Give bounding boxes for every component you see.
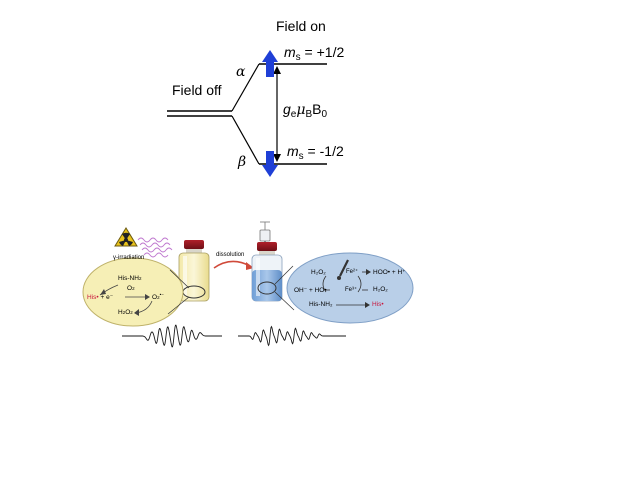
beta-symbol: β xyxy=(238,154,247,170)
right-h2o2-top: H₂O₂ xyxy=(311,269,326,276)
right-oh-ho: OH⁻ + HO• xyxy=(294,287,327,294)
split-line-down xyxy=(231,115,260,165)
left-his-nh2: His-NH2 xyxy=(118,275,142,282)
vial-blue-icon xyxy=(251,242,283,302)
dissolution-label: dissolution xyxy=(216,252,245,258)
right-bubble-arrowhead-2 xyxy=(365,302,370,308)
right-fe3: Fe³⁺ xyxy=(345,287,358,293)
upper-level-label: ms = +1/2 xyxy=(284,44,345,63)
irradiation-waves-icon xyxy=(137,237,173,258)
alpha-symbol: α xyxy=(236,64,246,80)
right-mechanism-bubble xyxy=(286,252,414,324)
left-bubble-arrowhead-1 xyxy=(100,289,106,295)
left-his-radical: His• + e⁻ xyxy=(87,294,114,301)
radiation-hazard-icon xyxy=(114,227,138,247)
spin-down-arrow-icon xyxy=(262,151,278,177)
epr-spectrum-right xyxy=(238,325,346,347)
zeeman-gap-label: geμBB0 xyxy=(283,101,328,120)
spin-up-arrow-icon xyxy=(262,50,278,77)
zoom-line-right-top xyxy=(274,265,294,285)
right-fe2: Fe²⁺ xyxy=(346,269,359,275)
split-line-up xyxy=(231,63,260,112)
fenton-cycle-arrows xyxy=(322,271,368,306)
left-bubble-arrowhead-3 xyxy=(134,309,139,316)
transition-arrowhead-up xyxy=(273,66,281,74)
dissolution-arrow xyxy=(213,260,251,269)
left-o2: O2 xyxy=(127,285,135,292)
right-his-nh2: His-NH₂ xyxy=(309,301,333,308)
field-on-label: Field on xyxy=(276,18,326,34)
vial-zoom-circle-right xyxy=(257,281,277,295)
right-hoo-h: HOO• + H⁺ xyxy=(373,269,406,276)
electrode-icon xyxy=(337,259,349,280)
field-off-label: Field off xyxy=(172,82,222,98)
left-mechanism-bubble xyxy=(82,257,184,327)
irradiation-label: γ-irradiation xyxy=(113,255,145,261)
zoom-line-right-bottom xyxy=(274,291,295,311)
zoom-line-left-bottom xyxy=(167,296,190,315)
right-bubble-arrowhead-1 xyxy=(366,269,371,275)
right-his-radical: His• xyxy=(372,301,384,308)
left-h2o2: H2O2 xyxy=(118,309,133,316)
right-h2o2-right: H₂O₂ xyxy=(373,286,388,293)
lower-level-label: ms = -1/2 xyxy=(287,143,344,162)
left-bubble-arrowhead-2 xyxy=(145,294,150,300)
zoom-line-left-top xyxy=(169,269,190,289)
left-superoxide: O2•− xyxy=(152,292,164,301)
transition-arrowhead-down xyxy=(273,154,281,162)
vial-yellow-icon xyxy=(178,240,210,302)
epr-spectrum-left xyxy=(122,324,222,348)
